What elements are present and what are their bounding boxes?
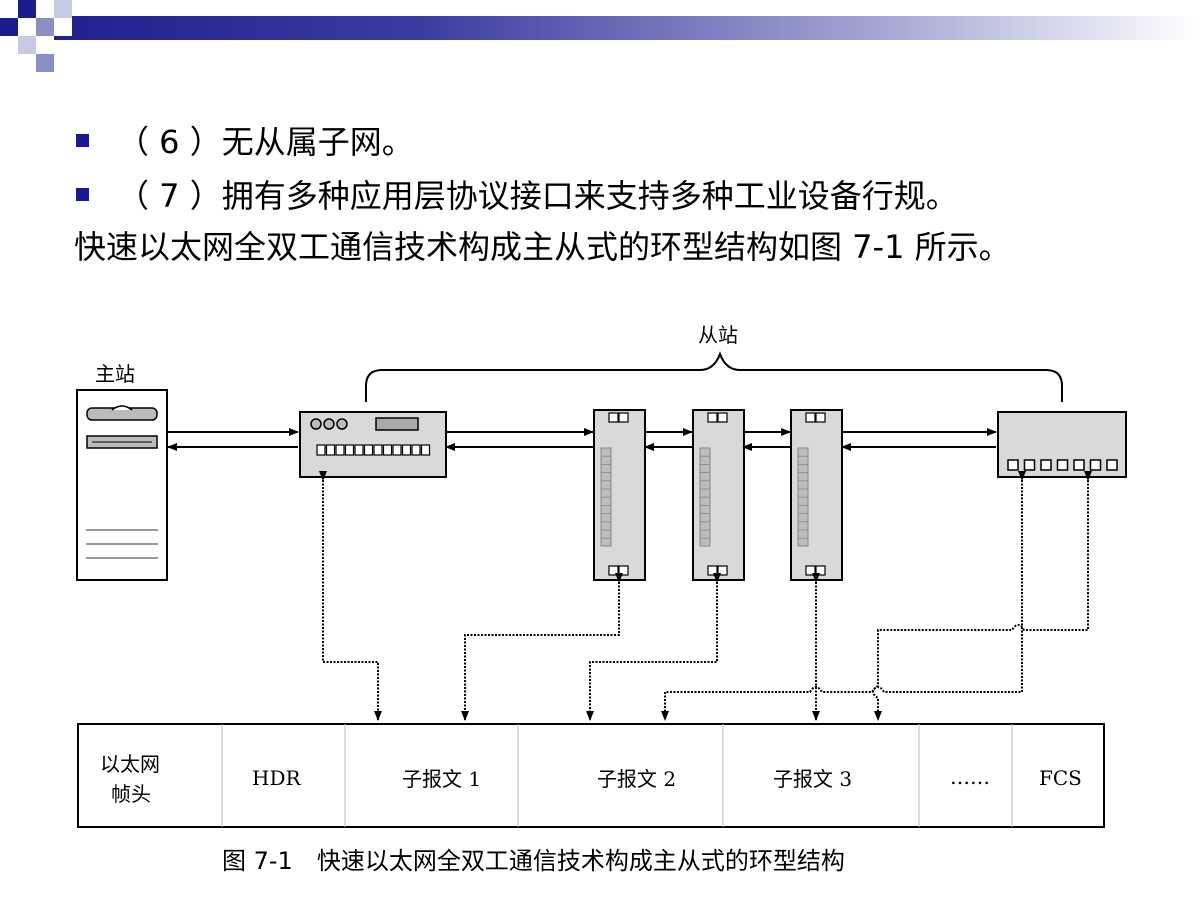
switch-port — [335, 444, 345, 456]
switch-port — [382, 444, 393, 456]
switch-device-icon — [299, 411, 447, 478]
hub-device-icon — [997, 411, 1127, 478]
frame-field-ellipsis: …… — [950, 765, 990, 789]
hub-port — [1007, 459, 1019, 471]
hub-port — [1040, 459, 1052, 471]
switch-port — [411, 444, 421, 456]
bullet-text: （ 7 ）拥有多种应用层协议接口来支持多种工业设备行规。 — [117, 177, 958, 215]
slave-module-3-icon — [790, 409, 843, 581]
slave-module-1-icon — [593, 409, 646, 581]
intro-paragraph: 快速以太网全双工通信技术构成主从式的环型结构如图 7-1 所示。 — [74, 228, 1011, 266]
switch-port — [316, 444, 326, 456]
switch-port — [354, 444, 364, 456]
ethernet-frame-table: 以太网 帧头 HDR 子报文 1 子报文 2 子报文 3 …… FCS — [77, 723, 1105, 828]
decorative-squares — [0, 0, 72, 72]
slave-brace — [365, 351, 1063, 402]
header-bar — [0, 0, 1200, 72]
frame-field-fcs: FCS — [1039, 766, 1082, 790]
switch-port — [325, 444, 336, 456]
hub-port — [1106, 459, 1118, 471]
frame-field-subframe-2: 子报文 2 — [597, 767, 676, 791]
frame-field-subframe-1: 子报文 1 — [402, 767, 481, 791]
hub-port — [1056, 459, 1069, 471]
master-station-label: 主站 — [95, 362, 135, 386]
switch-port — [344, 444, 355, 456]
frame-field-header: 帧头 — [111, 782, 151, 806]
switch-port — [401, 444, 412, 456]
master-computer-icon — [76, 389, 168, 581]
switch-port — [363, 444, 374, 456]
frame-field-hdr: HDR — [252, 766, 301, 790]
mapping-lines — [319, 471, 1092, 721]
frame-field-subframe-3: 子报文 3 — [773, 767, 852, 791]
switch-port — [373, 444, 383, 456]
duplex-links — [167, 428, 997, 451]
figure-caption: 图 7-1 快速以太网全双工通信技术构成主从式的环型结构 — [222, 847, 845, 875]
switch-port — [420, 444, 431, 456]
hub-port — [1073, 459, 1085, 471]
hub-port — [1023, 459, 1036, 471]
bullet-square-icon — [76, 187, 89, 201]
slave-module-2-icon — [692, 409, 745, 581]
hub-port — [1089, 459, 1102, 471]
ring-structure-diagram: 主站 从站 — [76, 323, 1127, 828]
bullet-item-7: （ 7 ）拥有多种应用层协议接口来支持多种工业设备行规。 — [76, 171, 958, 217]
bullet-square-icon — [76, 133, 89, 147]
slave-station-label: 从站 — [698, 323, 738, 347]
frame-field-ethernet: 以太网 — [100, 752, 160, 776]
switch-port — [392, 444, 402, 456]
bullet-text: （ 6 ）无从属子网。 — [117, 123, 414, 161]
bullet-item-6: （ 6 ）无从属子网。 — [76, 117, 414, 163]
